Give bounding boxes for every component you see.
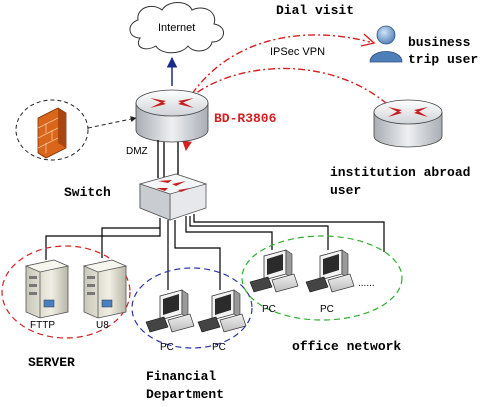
ipsec-vpn-label: IPSec VPN	[270, 46, 326, 58]
switch-label: Switch	[64, 185, 111, 200]
firewall-link	[87, 116, 137, 129]
server-icon	[82, 259, 128, 319]
financial-pc-label-2: PC	[212, 342, 226, 353]
router-icon	[135, 89, 209, 143]
dial-visit-label: Dial visit	[276, 3, 355, 18]
institution-abroad-label-line1: institution abroad	[330, 165, 471, 180]
pc-icon	[249, 249, 299, 293]
server-group-label: SERVER	[28, 355, 75, 370]
vpn-down-arrow	[182, 99, 193, 151]
office-group	[241, 235, 403, 321]
user-icon	[369, 25, 403, 63]
server-icon	[24, 259, 70, 319]
server-group	[1, 245, 131, 339]
router-icon	[373, 99, 443, 148]
institution-abroad-label-line2: user	[330, 183, 362, 198]
pc-icon	[145, 289, 195, 333]
financial-department-label-line2: Department	[146, 387, 225, 402]
more-pcs-ellipsis: ......	[358, 278, 375, 289]
ipsec-vpn-line	[191, 67, 388, 105]
office-pc-label-2: PC	[320, 304, 334, 315]
ftp-server-label: FTTP	[30, 320, 55, 331]
business-trip-user-label-line2: trip user	[408, 52, 479, 67]
business-trip-user-label-line1: business	[408, 35, 471, 50]
u8-server-label: U8	[96, 320, 109, 331]
financial-group	[131, 267, 253, 349]
dial-visit-line	[191, 33, 376, 95]
pc-icon	[305, 249, 355, 293]
firewall-group	[15, 99, 89, 161]
office-network-label: office network	[292, 339, 402, 354]
internet-label: Internet	[158, 22, 196, 34]
cloud-icon	[129, 2, 224, 54]
office-pc-label-1: PC	[262, 304, 276, 315]
dmz-label: DMZ	[126, 146, 148, 157]
pc-icon	[197, 289, 247, 333]
firewall-icon	[37, 107, 67, 159]
trunk-lines	[157, 140, 179, 178]
financial-department-label-line1: Financial	[146, 369, 217, 384]
financial-pc-label-1: PC	[160, 342, 174, 353]
router-model-label: BD-R3806	[214, 111, 277, 126]
switch-icon	[138, 173, 208, 221]
